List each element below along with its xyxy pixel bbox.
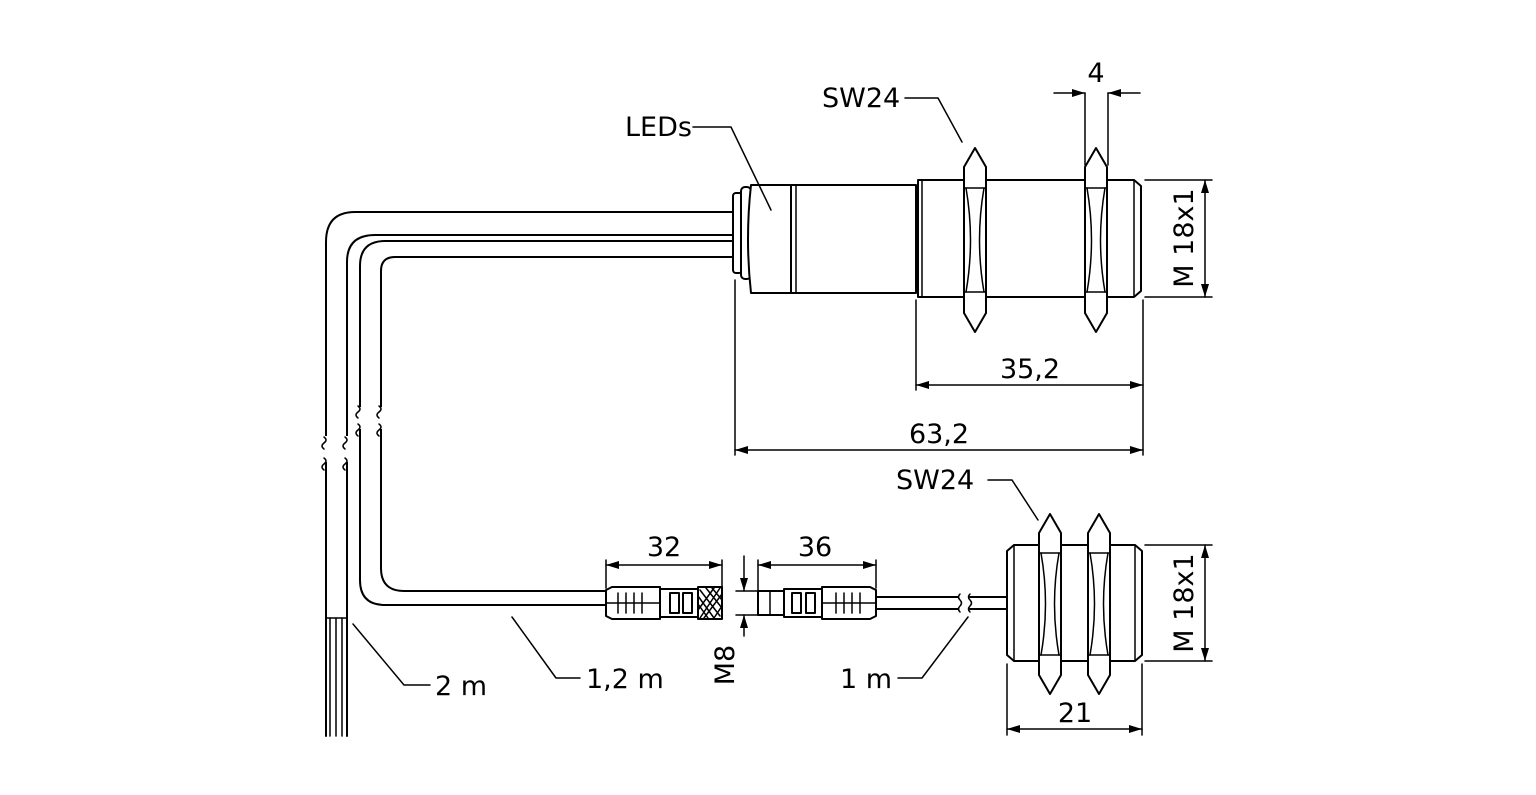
label-cable-1m: 1 m <box>840 664 892 695</box>
cable-leaders <box>352 616 969 686</box>
nut-bottom-right <box>1087 513 1111 695</box>
cable-bundle <box>321 211 737 737</box>
label-thread-bottom: M 18x1 <box>1169 553 1200 652</box>
dimensions-top <box>692 89 1213 456</box>
dimensions-bottom <box>987 479 1213 736</box>
sensor-bottom <box>1006 513 1143 695</box>
label-length-total: 63,2 <box>909 419 969 450</box>
connector-male <box>757 586 1009 620</box>
label-thread-top: M 18x1 <box>1169 188 1200 287</box>
label-length-bottom: 21 <box>1058 698 1092 729</box>
nut-left <box>963 147 987 333</box>
dimensions-connector <box>605 555 877 637</box>
label-cable-1-2m: 1,2 m <box>586 664 664 695</box>
label-thickness: 4 <box>1087 58 1104 89</box>
label-sw-bottom: SW24 <box>896 465 974 496</box>
label-cable-2m: 2 m <box>435 671 487 702</box>
label-connector-right: 36 <box>798 532 832 563</box>
sensor-top <box>732 147 1142 333</box>
label-sw-top: SW24 <box>822 83 900 114</box>
nut-bottom-left <box>1038 513 1062 695</box>
label-thread-connector: M8 <box>710 645 741 685</box>
label-connector-left: 32 <box>647 532 681 563</box>
label-leds: LEDs <box>625 112 692 143</box>
connector-female <box>605 586 723 620</box>
label-length-body: 35,2 <box>1000 354 1060 385</box>
nut-right <box>1084 147 1108 333</box>
